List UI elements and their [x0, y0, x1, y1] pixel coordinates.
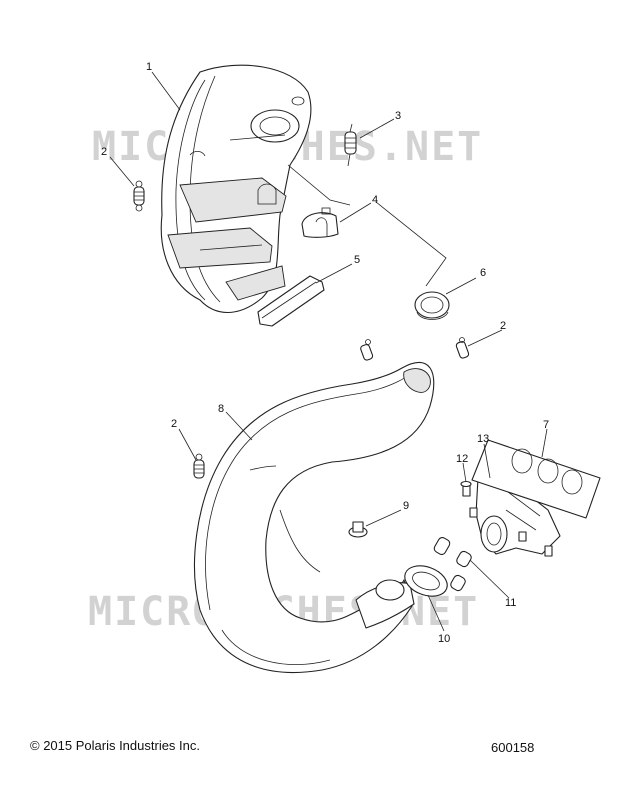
callout-1: 1 [146, 61, 152, 73]
callout-3: 3 [395, 110, 401, 122]
part-5-heat-shield [257, 275, 325, 327]
part-2-spring-d [193, 453, 205, 479]
part-12-bolts [460, 480, 553, 557]
part-1-silencer-shell [160, 64, 312, 313]
callout-7: 7 [543, 419, 549, 431]
part-7-gasket [471, 439, 601, 519]
callout-10: 10 [438, 633, 450, 645]
callout-8: 8 [218, 403, 224, 415]
part-2-spring-a [133, 180, 145, 212]
part-11-springs [433, 536, 472, 592]
part-6-seal-ring [414, 291, 450, 320]
callout-5: 5 [354, 254, 360, 266]
callout-6: 6 [480, 267, 486, 279]
diagram-part-number: 600158 [491, 740, 535, 755]
part-10-seal [404, 565, 448, 597]
part-4-clip [301, 207, 339, 238]
leader-lines [109, 71, 548, 632]
part-13-exhaust-manifold [475, 477, 561, 555]
callout-13: 13 [477, 433, 489, 445]
part-9-nut [348, 521, 368, 538]
callout-11: 11 [505, 597, 516, 609]
callout-2-middle-right: 2 [500, 320, 506, 332]
part-2-spring-c [455, 337, 470, 359]
callout-4: 4 [372, 194, 378, 206]
part-8-expansion-chamber [193, 361, 435, 674]
part-2-spring-b [360, 339, 374, 361]
callout-2-upper-left: 2 [101, 146, 107, 158]
callout-12: 12 [456, 453, 468, 465]
callout-9: 9 [403, 500, 409, 512]
copyright-notice: © 2015 Polaris Industries Inc. [30, 738, 200, 753]
part-3-spring [344, 123, 357, 167]
callout-2-lower-left: 2 [171, 418, 177, 430]
